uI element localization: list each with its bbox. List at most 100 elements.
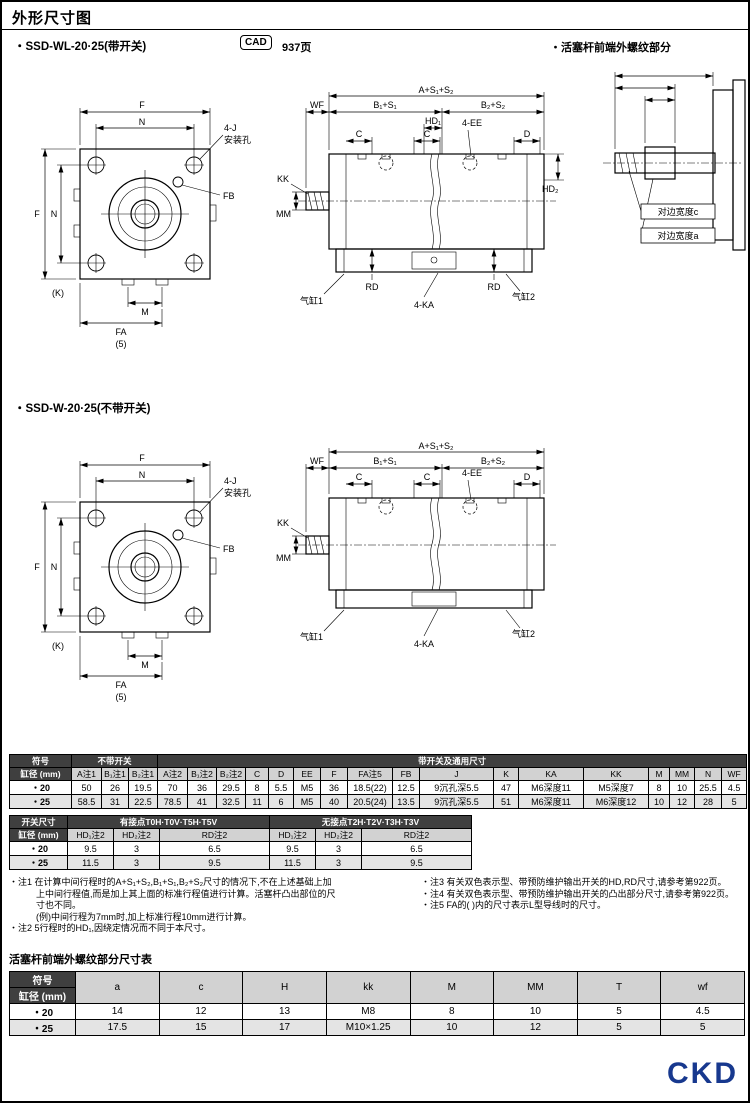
ckd-logo: CKD [667, 1057, 738, 1090]
cell: 32.5 [216, 794, 247, 809]
cell: 10 [409, 1018, 495, 1036]
dim-table-header-row: 缸径 (mm) A注1 B₁注1 B₂注1 A注2 B₁注2 B₂注2 C D … [9, 767, 748, 781]
fb-hole [172, 529, 221, 549]
front-view-with-switch: F N F N 4-J 安装孔 FB M FA (5) (K) [34, 100, 251, 349]
dim-table-corner-top: 符号 [9, 754, 72, 768]
cell: 40 [320, 794, 349, 809]
cell: 9.5 [67, 841, 114, 856]
dim-c1: C [356, 472, 363, 482]
cell: M5深度7 [583, 780, 650, 795]
note-line: ・注5 FA的( )内的尺寸表示L型导线时的尺寸。 [421, 900, 607, 910]
col-header: N [694, 767, 723, 781]
dimension-lines [41, 108, 224, 327]
dim-wf: WF [310, 456, 324, 466]
cell: 9沉孔深5.5 [419, 780, 495, 795]
piston-rod [305, 191, 330, 211]
cell: 47 [493, 780, 520, 795]
port2-label: 气缸2 [512, 628, 535, 639]
note-line: 寸也不同。 [36, 900, 82, 910]
cylinder-body [298, 497, 556, 591]
title-rule [2, 29, 748, 30]
col-header: A注1 [71, 767, 102, 781]
dim-5: (5) [116, 339, 127, 349]
flat-width-a-label: 对边宽度a [657, 230, 698, 241]
switch-table-corner-bottom: 缸径 (mm) [9, 828, 68, 842]
switch-row-20: ・20 9.5 3 6.5 9.5 3 6.5 [9, 841, 473, 856]
dim-hd1: HD₁ [425, 116, 441, 126]
cell: 12.5 [392, 780, 421, 795]
dim-k: (K) [52, 641, 64, 651]
dim-fa: FA [115, 327, 126, 337]
tables-area: 符号 不带开关 带开关及通用尺寸 缸径 (mm) A注1 B₁注1 B₂注1 A… [9, 754, 748, 1036]
dim-rd-1: RD [366, 282, 379, 292]
cell: 20.5(24) [347, 794, 394, 809]
notes: ・注1 在计算中间行程时的A+S₁+S₂,B₁+S₁,B₂+S₂尺寸的情况下,不… [9, 877, 745, 935]
bore-cell: ・25 [9, 855, 68, 870]
cell: 10 [669, 780, 696, 795]
cell: 36 [320, 780, 349, 795]
group-no-switch: 不带开关 [70, 754, 159, 768]
col-header: D [268, 767, 295, 781]
cell: 5 [721, 794, 748, 809]
front-view-without-switch: F N F N 4-J 安装孔 FB M FA (5) (K) [34, 453, 251, 702]
cell: 10 [648, 794, 671, 809]
dim-5: (5) [116, 692, 127, 702]
dim-m: M [141, 660, 149, 670]
col-header: M [648, 767, 671, 781]
dim-n-left: N [51, 209, 58, 219]
dim-wf: WF [310, 100, 324, 110]
note-line: ・注4 有关双色表示型、带预防维护输出开关的凸出部分尺寸,请参考第922页。 [421, 888, 735, 899]
cell: 17.5 [75, 1018, 160, 1036]
cell: 3 [113, 841, 160, 856]
cell: 25.5 [694, 780, 723, 795]
cell: 41 [187, 794, 218, 809]
cell: M5 [293, 794, 322, 809]
col-header: B₂注1 [127, 767, 159, 781]
col-header: a [75, 970, 160, 1004]
dim-total-length: A+S₁+S₂ [418, 85, 454, 95]
ka-callout: 4-KA [414, 639, 434, 649]
col-header: HD₂注2 [113, 828, 160, 842]
switch-table-header-row: 缸径 (mm) HD₁注2 HD₂注2 RD注2 HD₁注2 HD₂注2 RD注… [9, 828, 473, 842]
col-header: RD注2 [158, 828, 271, 842]
cell: 58.5 [71, 794, 102, 809]
cell: 11.5 [269, 855, 317, 870]
cell: 8 [409, 1002, 495, 1020]
cell: 15 [158, 1018, 244, 1036]
cad-icon-label: CAD [245, 37, 267, 48]
dimension-lines [290, 92, 564, 298]
col-header: K [493, 767, 520, 781]
cad-page-ref: 937页 [282, 42, 312, 54]
cell: 9.5 [158, 855, 271, 870]
port2-label: 气缸2 [512, 291, 535, 302]
mount-hole-callout: 4-J [224, 123, 237, 133]
dim-fb: FB [223, 544, 235, 554]
note-line: 上中间行程值,而是加上其上面的标准行程值进行计算。活塞杆凸出部位的尺 [36, 888, 336, 899]
cell: 8 [648, 780, 671, 795]
cell: 4.5 [721, 780, 748, 795]
bore-cell: ・20 [9, 1002, 76, 1020]
dim-fb: FB [223, 191, 235, 201]
threaded-rod [603, 146, 743, 180]
cell: 29.5 [216, 780, 247, 795]
col-header: KA [518, 767, 585, 781]
cell: 17 [242, 1018, 327, 1036]
model-without-switch-label: ・SSD-W-20·25(不带开关) [14, 403, 151, 415]
cell: 5 [660, 1018, 745, 1036]
switch-row-25: ・25 11.5 3 9.5 11.5 3 9.5 [9, 855, 473, 870]
dim-k: (K) [52, 288, 64, 298]
side-view-with-switch: A+S₁+S₂ WF B₁+S₁ B₂+S₂ HD₁ C C D 4-EE KK… [276, 85, 564, 310]
cylinder-body [298, 153, 556, 250]
ka-callout: 4-KA [414, 300, 434, 310]
flat-width-c-box [640, 203, 716, 220]
cad-icon: CAD [240, 35, 272, 50]
cell: 26 [101, 780, 129, 795]
dim-b2: B₂+S₂ [481, 456, 506, 466]
cell: 50 [71, 780, 102, 795]
thread-table-title: 活塞杆前端外螺纹部分尺寸表 [9, 953, 152, 966]
dim-table-corner-bottom: 缸径 (mm) [9, 767, 72, 781]
flat-width-c-label: 对边宽度c [658, 206, 699, 217]
bore-cell: ・25 [9, 794, 72, 809]
flange-outline [73, 148, 217, 286]
dim-rd-2: RD [488, 282, 501, 292]
